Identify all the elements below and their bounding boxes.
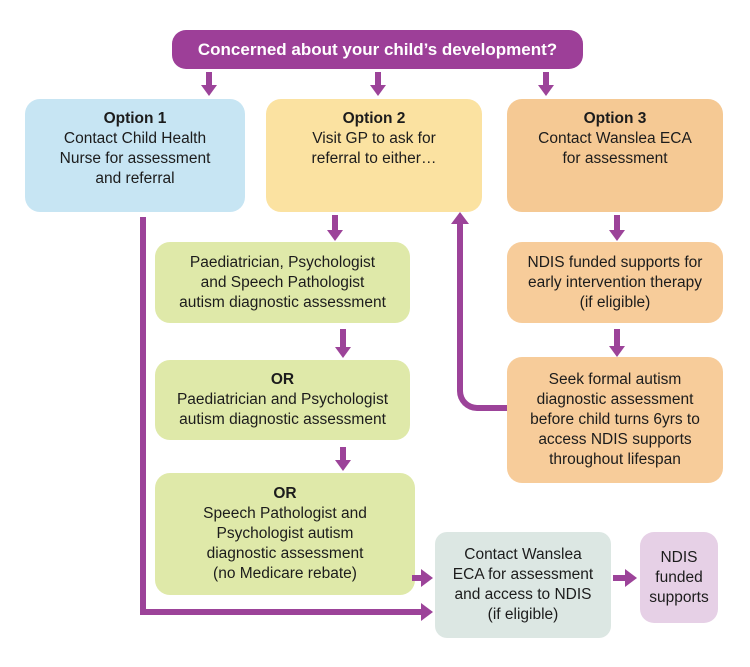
formal-assessment-body: Seek formal autism diagnostic assessment…	[530, 371, 700, 468]
arrowhead-down-icon	[201, 85, 217, 96]
arrow-stem	[614, 215, 620, 230]
arrow-stem	[206, 72, 212, 85]
assessment2-box: OR Paediatrician and Psychologist autism…	[155, 360, 410, 440]
ndis-access-body: Contact Wanslea ECA for assessment and a…	[452, 546, 594, 623]
assessment3-body: Speech Pathologist and Psychologist auti…	[203, 505, 367, 582]
arrow-stem	[340, 329, 346, 347]
option2-title: Option 2	[342, 110, 406, 127]
arrow-banner-to-option2	[370, 72, 386, 96]
banner-question: Concerned about your child’s development…	[172, 30, 583, 69]
line-formal-assessment-to-option2	[457, 224, 507, 411]
arrowhead-right-icon	[421, 569, 433, 587]
assessment2-or-label: OR	[270, 371, 295, 388]
ndis-supports-box: NDIS funded supports	[640, 532, 718, 623]
option3-title: Option 3	[583, 110, 647, 127]
early-supports-body: NDIS funded supports for early intervent…	[527, 253, 703, 311]
assessment3-or-label: OR	[273, 485, 297, 502]
line-option1-to-ndis-access	[140, 217, 421, 615]
arrowhead-right-icon	[625, 569, 637, 587]
ndis-access-box: Contact Wanslea ECA for assessment and a…	[435, 532, 611, 638]
option2-box: Option 2 Visit GP to ask for referral to…	[266, 99, 482, 212]
arrow-banner-to-option1	[201, 72, 217, 96]
assessment1-body: Paediatrician, Psychologist and Speech P…	[179, 253, 386, 311]
arrowhead-right-icon	[421, 603, 433, 621]
arrow-stem	[332, 215, 338, 230]
option3-box: Option 3 Contact Wanslea ECA for assessm…	[507, 99, 723, 212]
arrow-banner-to-option3	[538, 72, 554, 96]
arrow-assessment1-to-assessment2	[335, 329, 351, 358]
arrowhead-down-icon	[609, 230, 625, 241]
option1-box: Option 1 Contact Child Health Nurse for …	[25, 99, 245, 212]
assessment3-box: OR Speech Pathologist and Psychologist a…	[155, 473, 415, 595]
ndis-supports-body: NDIS funded supports	[649, 548, 709, 606]
arrow-stem	[412, 575, 421, 581]
assessment1-box: Paediatrician, Psychologist and Speech P…	[155, 242, 410, 323]
arrow-option3-to-early-supports	[609, 215, 625, 241]
arrowhead-down-icon	[538, 85, 554, 96]
option1-title: Option 1	[103, 110, 167, 127]
arrowhead-down-icon	[370, 85, 386, 96]
arrow-ndis-access-to-ndis-supports	[613, 569, 637, 587]
arrow-option2-to-assessment1	[327, 215, 343, 241]
formal-assessment-box: Seek formal autism diagnostic assessment…	[507, 357, 723, 483]
option2-body: Visit GP to ask for referral to either…	[311, 130, 437, 167]
arrowhead-down-icon	[335, 460, 351, 471]
arrow-stem	[613, 575, 625, 581]
arrow-assessment2-to-assessment3	[335, 447, 351, 471]
arrowhead-up-icon	[451, 212, 469, 224]
early-supports-box: NDIS funded supports for early intervent…	[507, 242, 723, 323]
arrowhead-down-icon	[335, 347, 351, 358]
arrowhead-down-icon	[609, 346, 625, 357]
arrow-stem	[543, 72, 549, 85]
arrow-stem	[614, 329, 620, 346]
option3-body: Contact Wanslea ECA for assessment	[538, 130, 692, 167]
arrow-stem	[375, 72, 381, 85]
arrow-early-supports-to-formal-assessment	[609, 329, 625, 357]
arrow-assessment3-to-ndis-access	[412, 569, 433, 587]
arrow-stem	[340, 447, 346, 460]
option1-body: Contact Child Health Nurse for assessmen…	[59, 130, 211, 187]
assessment2-body: Paediatrician and Psychologist autism di…	[176, 391, 389, 428]
arrowhead-down-icon	[327, 230, 343, 241]
